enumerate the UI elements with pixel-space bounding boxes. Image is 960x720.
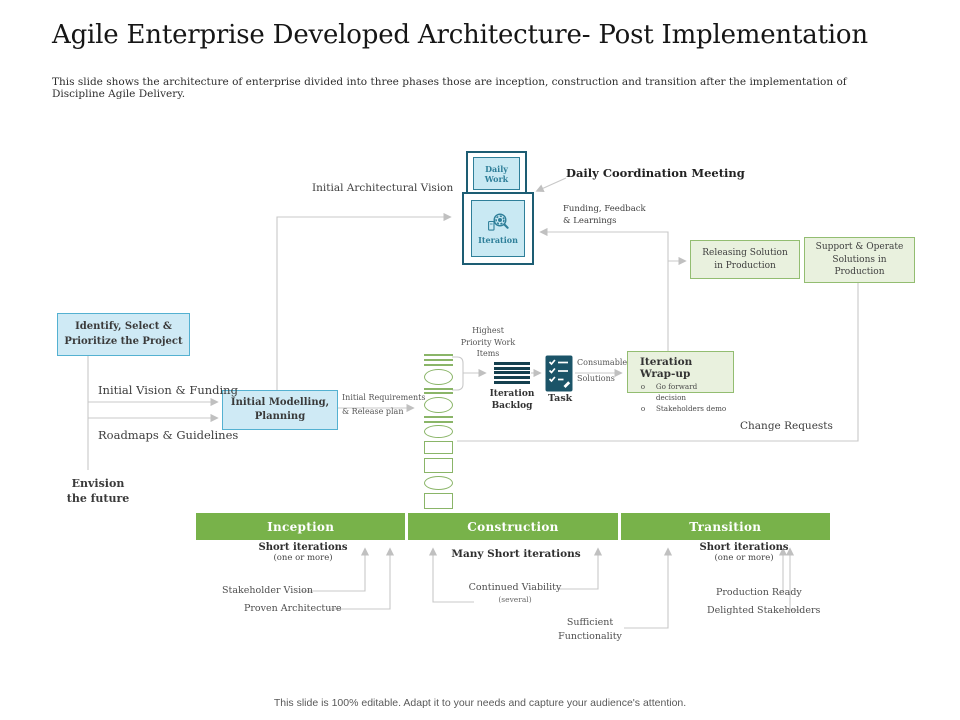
- iteration-inner-box: Iteration: [471, 200, 525, 257]
- envision-the-future-label: Envision the future: [66, 477, 130, 505]
- identify-select-prioritize-box: Identify, Select & Prioritize the Projec…: [57, 313, 190, 356]
- bullet-marker: o: [640, 382, 646, 391]
- footer-note: This slide is 100% editable. Adapt it to…: [273, 697, 687, 709]
- stakeholder-vision-label: Stakeholder Vision: [222, 585, 313, 596]
- construction-iterations-text: Many Short iterations: [451, 548, 581, 560]
- highest-priority-label: Highest Priority Work Items: [460, 326, 516, 359]
- iteration-box: Iteration: [462, 192, 534, 265]
- releasing-solution-box: Releasing Solution in Production: [690, 240, 800, 279]
- phase-construction: Construction: [408, 513, 618, 540]
- initial-requirements-label: Initial Requirements & Release plan: [342, 393, 426, 416]
- wrapup-item: o Go forward decision: [632, 382, 729, 404]
- iteration-wrapup-box: Iteration Wrap-up o Go forward decision …: [627, 351, 734, 413]
- daily-coordination-meeting-label: Daily Coordination Meeting: [566, 166, 745, 180]
- wrapup-item: o Stakeholders demo: [632, 404, 729, 415]
- iteration-label: Iteration: [478, 235, 518, 245]
- transition-iterations: Short iterations (one or more): [674, 542, 814, 563]
- sufficient-functionality-label: Sufficient Functionality: [558, 617, 622, 642]
- magnifier-gear-icon: [488, 213, 509, 231]
- initial-architectural-vision-label: Initial Architectural Vision: [312, 182, 454, 194]
- iteration-wrapup-title: Iteration Wrap-up: [640, 356, 693, 380]
- slide-subtitle: This slide shows the architecture of ent…: [52, 76, 847, 100]
- transition-iterations-sub: (one or more): [714, 553, 774, 563]
- iteration-backlog-icon: [494, 362, 530, 385]
- continued-viability-sub: (several): [498, 595, 532, 604]
- inception-iterations-sub: (one or more): [273, 553, 333, 563]
- support-operate-box: Support & Operate Solutions in Productio…: [804, 237, 915, 283]
- product-backlog-icon: [424, 353, 453, 510]
- daily-work-box: Daily Work: [466, 151, 527, 196]
- bullet-marker: o: [640, 403, 646, 413]
- production-ready-label: Production Ready: [716, 587, 802, 598]
- wrapup-item-text: Go forward decision: [655, 382, 698, 402]
- wrapup-item-text: Stakeholders demo: [656, 403, 727, 413]
- proven-architecture-label: Proven Architecture: [244, 603, 342, 614]
- phase-bar: Inception Construction Transition: [196, 513, 830, 540]
- change-requests-label: Change Requests: [740, 420, 833, 432]
- task-label: Task: [548, 393, 573, 404]
- consumable-label: Consumable: [577, 358, 628, 367]
- page-title: Agile Enterprise Developed Architecture-…: [52, 20, 868, 50]
- initial-modelling-planning-box: Initial Modelling, Planning: [222, 390, 338, 430]
- inception-iterations-text: Short iterations: [258, 542, 348, 553]
- phase-inception: Inception: [196, 513, 406, 540]
- daily-work-label: Daily Work: [473, 157, 520, 190]
- delighted-stakeholders-label: Delighted Stakeholders: [707, 605, 821, 616]
- solutions-label: Solutions: [577, 374, 615, 383]
- phase-transition: Transition: [620, 513, 830, 540]
- funding-feedback-label: Funding, Feedback & Learnings: [563, 204, 646, 226]
- iteration-backlog-label: Iteration Backlog: [489, 389, 535, 411]
- inception-iterations: Short iterations (one or more): [233, 542, 373, 563]
- roadmaps-guidelines-label: Roadmaps & Guidelines: [98, 428, 239, 442]
- task-checklist-icon: [545, 355, 573, 392]
- continued-viability-label: Continued Viability: [468, 582, 562, 593]
- transition-iterations-text: Short iterations: [699, 542, 789, 553]
- initial-vision-funding-label: Initial Vision & Funding: [98, 383, 238, 397]
